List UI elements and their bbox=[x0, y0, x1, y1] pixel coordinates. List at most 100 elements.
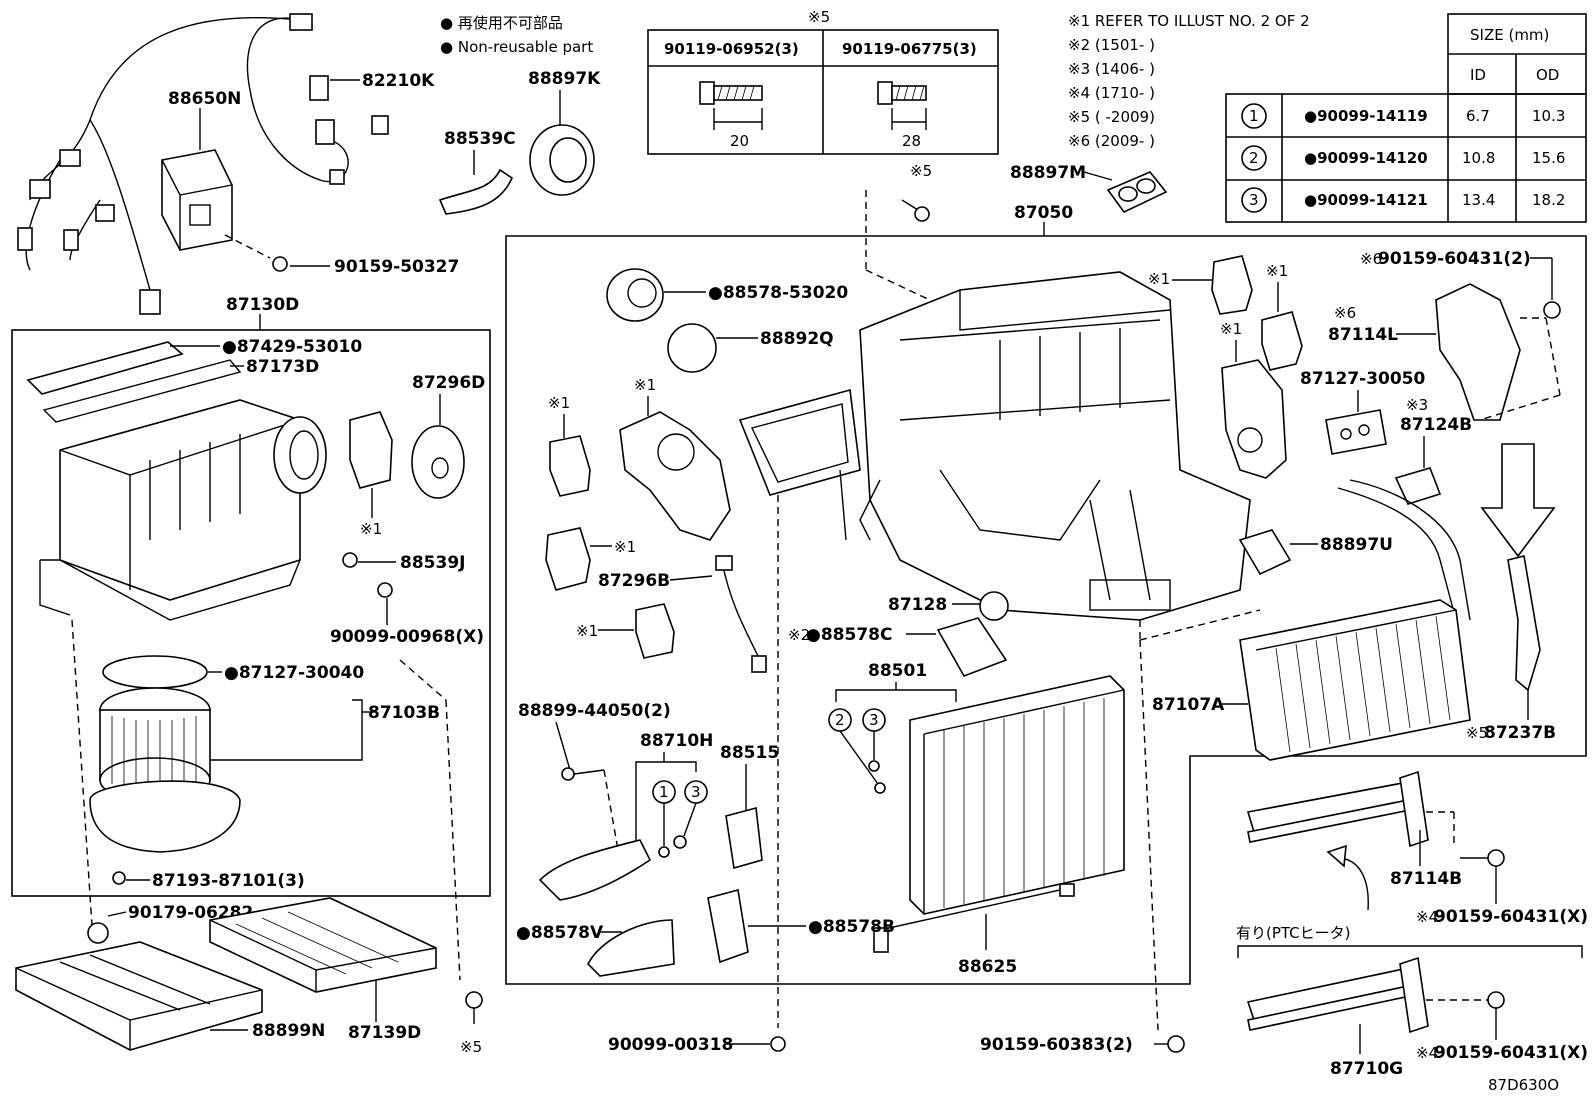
label-87128: 87128 bbox=[888, 595, 947, 615]
actuator-drawing bbox=[549, 435, 591, 497]
size-row-id: 6.7 bbox=[1466, 107, 1490, 125]
label-87130D: 87130D bbox=[226, 295, 299, 315]
bolt-table: ※5 90119-06952(3) 90119-06775(3) 20 bbox=[647, 8, 999, 155]
label-88899N: 88899N bbox=[252, 1021, 325, 1041]
label-87193-87101: 87193-87101(3) bbox=[152, 871, 305, 891]
bolt-icon bbox=[1167, 1035, 1185, 1053]
size-header-id: ID bbox=[1470, 66, 1486, 84]
main-assembly-frame bbox=[505, 235, 1587, 985]
heater-unit-drawing bbox=[738, 271, 1251, 621]
callout-3: 3 bbox=[691, 783, 701, 801]
seal-drawing bbox=[1325, 409, 1387, 455]
cabin-filter-drawing bbox=[209, 897, 437, 993]
blower-motor-drawing bbox=[89, 687, 241, 853]
label-88892Q: 88892Q bbox=[760, 329, 834, 349]
pipe-drawing bbox=[1337, 487, 1457, 621]
note-3: ※3 (1406- ) bbox=[1068, 60, 1155, 78]
actuator-drawing bbox=[1261, 311, 1303, 371]
ptc-bracket bbox=[1237, 945, 1583, 958]
label-88539C: 88539C bbox=[444, 129, 516, 149]
actuator-drawing bbox=[545, 527, 591, 591]
label-87127-30050: 87127-30050 bbox=[1300, 369, 1426, 389]
bolt-icon bbox=[112, 871, 126, 885]
legend-en: ● Non-reusable part bbox=[440, 38, 593, 56]
label-87127-30040: ●87127-30040 bbox=[224, 663, 364, 683]
damper-drawing bbox=[667, 323, 717, 373]
clamp-drawing bbox=[1394, 467, 1442, 505]
label-87710G: 87710G bbox=[1330, 1059, 1403, 1079]
actuator-linkage-drawing bbox=[619, 411, 731, 541]
bolt-col2-part: 90119-06775(3) bbox=[842, 40, 977, 58]
actuator-linkage-drawing bbox=[1221, 359, 1287, 479]
mark-note1: ※1 bbox=[360, 520, 382, 538]
label-88578C: ●88578C bbox=[806, 625, 892, 645]
mark-note5: ※5 bbox=[1466, 724, 1488, 742]
o-ring-icon bbox=[673, 835, 687, 849]
label-87114B: 87114B bbox=[1390, 869, 1462, 889]
duct-cover-drawing bbox=[1435, 283, 1521, 421]
bolt-col2-length: 28 bbox=[902, 132, 921, 150]
o-ring-icon bbox=[868, 760, 880, 772]
actuator-drawing bbox=[349, 411, 393, 489]
mark-note6: ※6 bbox=[1334, 304, 1356, 322]
blower-assembly-frame bbox=[11, 329, 491, 897]
mark-note5: ※5 bbox=[460, 1038, 482, 1056]
pipe-drawing bbox=[538, 839, 652, 901]
note-1: ※1 REFER TO ILLUST NO. 2 OF 2 bbox=[1068, 12, 1310, 30]
label-88897M: 88897M bbox=[1010, 163, 1086, 183]
size-row-od: 10.3 bbox=[1532, 107, 1565, 125]
mark-note1: ※1 bbox=[614, 538, 636, 556]
label-90159-50327: 90159-50327 bbox=[334, 257, 459, 277]
size-row-part: ●90099-14119 bbox=[1304, 107, 1428, 125]
pad-drawing bbox=[707, 888, 749, 964]
mark-note3: ※3 bbox=[1406, 396, 1428, 414]
label-87114L: 87114L bbox=[1328, 325, 1398, 345]
label-88897U: 88897U bbox=[1320, 535, 1393, 555]
label-87107A: 87107A bbox=[1152, 695, 1225, 715]
bolt-icon bbox=[914, 206, 930, 222]
label-87050: 87050 bbox=[1014, 203, 1073, 223]
size-row-od: 15.6 bbox=[1532, 149, 1565, 167]
bolt-table-mark: ※5 bbox=[808, 8, 830, 26]
size-row-part: ●90099-14120 bbox=[1304, 149, 1428, 167]
size-row-no: 2 bbox=[1249, 149, 1259, 167]
size-row-no: 1 bbox=[1249, 107, 1259, 125]
mark-note5: ※5 bbox=[910, 162, 932, 180]
legend-jp: ● 再使用不可部品 bbox=[440, 14, 563, 32]
label-88501: 88501 bbox=[868, 661, 927, 681]
bolt-icon bbox=[877, 81, 927, 130]
pad-drawing bbox=[606, 268, 664, 322]
ptc-heater-drawing bbox=[1246, 956, 1429, 1034]
label-87296B: 87296B bbox=[598, 571, 670, 591]
wire-drawing bbox=[721, 561, 761, 661]
bracket-drawing bbox=[1507, 555, 1541, 692]
label-87296D: 87296D bbox=[412, 373, 485, 393]
label-87124B: 87124B bbox=[1400, 415, 1472, 435]
note-4: ※4 (1710- ) bbox=[1068, 84, 1155, 102]
grommet-drawing bbox=[1238, 529, 1292, 576]
evaporator-drawing bbox=[909, 675, 1125, 915]
bolt-col1-part: 90119-06952(3) bbox=[664, 40, 799, 58]
filter-tray-drawing bbox=[15, 941, 263, 1051]
label-87429-53010: ●87429-53010 bbox=[222, 337, 362, 357]
damper-drawing bbox=[979, 591, 1009, 621]
label-88578B: ●88578B bbox=[808, 917, 895, 937]
size-row-id: 13.4 bbox=[1462, 191, 1495, 209]
label-88650N: 88650N bbox=[168, 89, 241, 109]
hose-drawing bbox=[438, 168, 514, 215]
actuator-drawing bbox=[1211, 255, 1253, 315]
bolt-icon bbox=[1487, 991, 1505, 1009]
label-88710H: 88710H bbox=[640, 731, 713, 751]
size-row-od: 18.2 bbox=[1532, 191, 1565, 209]
heater-core-drawing bbox=[1239, 599, 1471, 761]
size-header-od: OD bbox=[1536, 66, 1559, 84]
pad-drawing bbox=[587, 919, 675, 977]
note-6: ※6 (2009- ) bbox=[1068, 132, 1155, 150]
size-table: SIZE (mm) ID OD 1 ●90099-14119 6.7 10.3 … bbox=[1225, 13, 1587, 223]
grommet-drawing bbox=[529, 124, 595, 196]
bolt-icon bbox=[465, 991, 483, 1009]
mark-note4: ※4 bbox=[1416, 908, 1438, 926]
mark-note1: ※1 bbox=[1220, 320, 1242, 338]
seal-ring-drawing bbox=[102, 655, 208, 689]
